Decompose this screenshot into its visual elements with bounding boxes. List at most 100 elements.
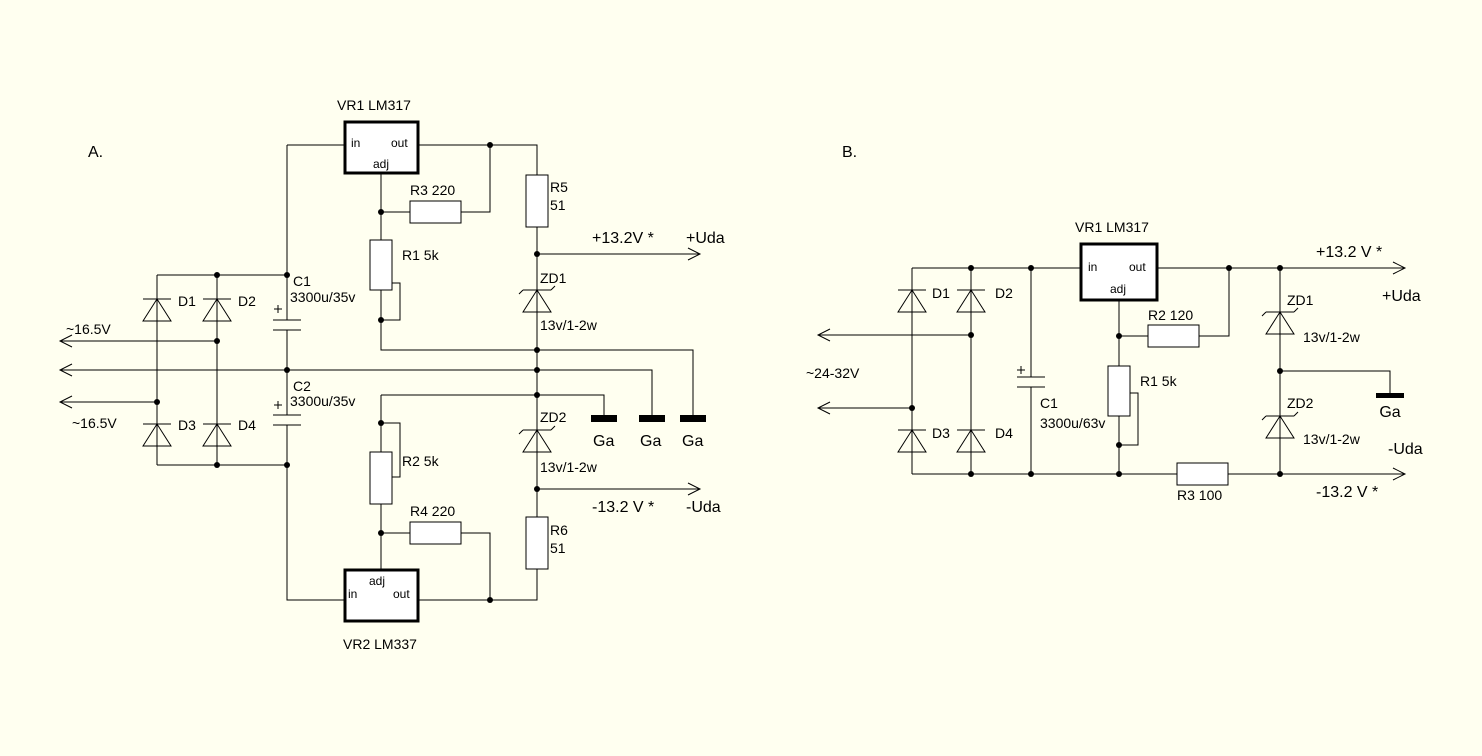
- input-label-b: ~24-32V: [806, 365, 860, 381]
- resistor-b-r2: [1147, 324, 1200, 348]
- bridge-rails: [156, 274, 287, 466]
- b-r3-label: R3 100: [1177, 487, 1222, 503]
- circuit-a-label: A.: [88, 144, 103, 161]
- input-arrows: [58, 334, 73, 409]
- b-d2-label: D2: [995, 285, 1013, 301]
- resistor-r6: [525, 516, 549, 570]
- d4-label: D4: [238, 417, 256, 433]
- c1-value: 3300u/35v: [290, 289, 355, 305]
- r6-value: 51: [550, 540, 566, 556]
- b-gnd-label: Ga: [1379, 404, 1400, 421]
- resistor-r2: [369, 451, 393, 505]
- regulator-vr2: [343, 568, 420, 623]
- diode-d2: [202, 298, 232, 322]
- resistor-b-r3: [1176, 462, 1229, 486]
- b-d1-label: D1: [932, 285, 950, 301]
- gnd-label-2: Ga: [640, 433, 661, 450]
- c2-value: 3300u/35v: [290, 393, 355, 409]
- diode-b-d1: [897, 289, 927, 313]
- r6-name: R6: [550, 522, 568, 538]
- b-vr1-pin-out: out: [1129, 260, 1146, 274]
- ground-pad-3: [680, 415, 706, 422]
- b-d4-label: D4: [995, 425, 1013, 441]
- b-zd2-value: 13v/1-2w: [1303, 431, 1361, 447]
- diode-d1: [142, 298, 172, 322]
- input-top-label: ~16.5V: [66, 321, 111, 337]
- ground-bus: [60, 369, 653, 418]
- b-out-pos-label: +Uda: [1382, 288, 1421, 305]
- resistor-r3: [409, 200, 462, 224]
- d3-label: D3: [178, 417, 196, 433]
- b-c1-value: 3300u/63v: [1040, 415, 1105, 431]
- zener-zd2: [518, 425, 556, 453]
- junction-dots-b: [909, 265, 1283, 477]
- zd2-name: ZD2: [540, 409, 567, 425]
- b-zd1-name: ZD1: [1287, 292, 1314, 308]
- diode-b-d3: [897, 429, 927, 453]
- zener-b-zd1: [1261, 307, 1299, 335]
- b-r1-label: R1 5k: [1140, 373, 1178, 389]
- vr1-pin-out: out: [391, 136, 408, 150]
- r5-name: R5: [550, 179, 568, 195]
- b-out-neg-label: -Uda: [1388, 441, 1423, 458]
- ac-input-wires: [60, 340, 217, 403]
- circuit-b: B. ~24-32V D1 D2 D3 D4 C1 3300u/63v VR1 …: [806, 144, 1423, 503]
- vr2-pin-out: out: [393, 587, 410, 601]
- r2-label: R2 5k: [402, 453, 440, 469]
- gnd-label-1: Ga: [593, 433, 614, 450]
- d2-label: D2: [238, 293, 256, 309]
- bridge-rails-b: [911, 267, 1280, 475]
- resistor-r5: [525, 174, 549, 228]
- b-ground-pad: [1376, 393, 1404, 398]
- zener-zd1: [518, 285, 556, 313]
- b-c1-name: C1: [1040, 395, 1058, 411]
- resistor-b-r1: [1107, 365, 1131, 417]
- c2-name: C2: [293, 378, 311, 394]
- resistor-r1: [369, 239, 393, 291]
- r4-label: R4 220: [410, 503, 455, 519]
- zd1-value: 13v/1-2w: [540, 317, 598, 333]
- b-vr1-pin-adj: adj: [1110, 282, 1126, 296]
- ground-pad-1: [591, 415, 617, 422]
- regulator-vr1: [343, 120, 420, 175]
- b-zd2-name: ZD2: [1287, 395, 1314, 411]
- diode-d3: [142, 423, 172, 447]
- diode-b-d2: [956, 289, 986, 313]
- out-pos-voltage: +13.2V *: [592, 230, 654, 247]
- ground-pad-2: [639, 415, 665, 422]
- vr2-pin-in: in: [348, 587, 357, 601]
- vr1-pin-in: in: [351, 136, 360, 150]
- zener-b-zd2: [1261, 411, 1299, 439]
- zd1-name: ZD1: [540, 270, 567, 286]
- out-neg-label: -Uda: [686, 499, 721, 516]
- b-d3-label: D3: [932, 425, 950, 441]
- input-bottom-label: ~16.5V: [72, 415, 117, 431]
- circuit-a: A. D1 D2 D3 D4 ~16.5V ~16.5V C1 3300u/35…: [58, 97, 725, 652]
- capacitor-c2: [273, 401, 301, 426]
- vr1-pin-adj: adj: [373, 157, 389, 171]
- c1-name: C1: [293, 273, 311, 289]
- vr1-name: VR1 LM317: [337, 97, 411, 113]
- b-vr1-pin-in: in: [1088, 260, 1097, 274]
- b-vr1-name: VR1 LM317: [1075, 219, 1149, 235]
- diode-b-d4: [956, 429, 986, 453]
- junction-dots-a: [154, 142, 540, 603]
- resistor-r4: [409, 521, 462, 545]
- gnd-label-3: Ga: [682, 433, 703, 450]
- vr2-pin-adj: adj: [369, 574, 385, 588]
- d1-label: D1: [178, 293, 196, 309]
- out-neg-voltage: -13.2 V *: [592, 499, 654, 516]
- r5-value: 51: [550, 197, 566, 213]
- ac-input-wires-b: [818, 334, 971, 409]
- out-pos-label: +Uda: [686, 230, 725, 247]
- diode-d4: [202, 423, 232, 447]
- vr2-name: VR2 LM337: [343, 636, 417, 652]
- r1-label: R1 5k: [402, 247, 440, 263]
- output-arrows: [687, 247, 702, 496]
- b-out-pos-voltage: +13.2 V *: [1316, 244, 1382, 261]
- b-zd1-value: 13v/1-2w: [1303, 329, 1361, 345]
- vr1-network-wires: [380, 144, 694, 418]
- b-r2-label: R2 120: [1148, 307, 1193, 323]
- capacitor-b-c1: [1017, 268, 1045, 474]
